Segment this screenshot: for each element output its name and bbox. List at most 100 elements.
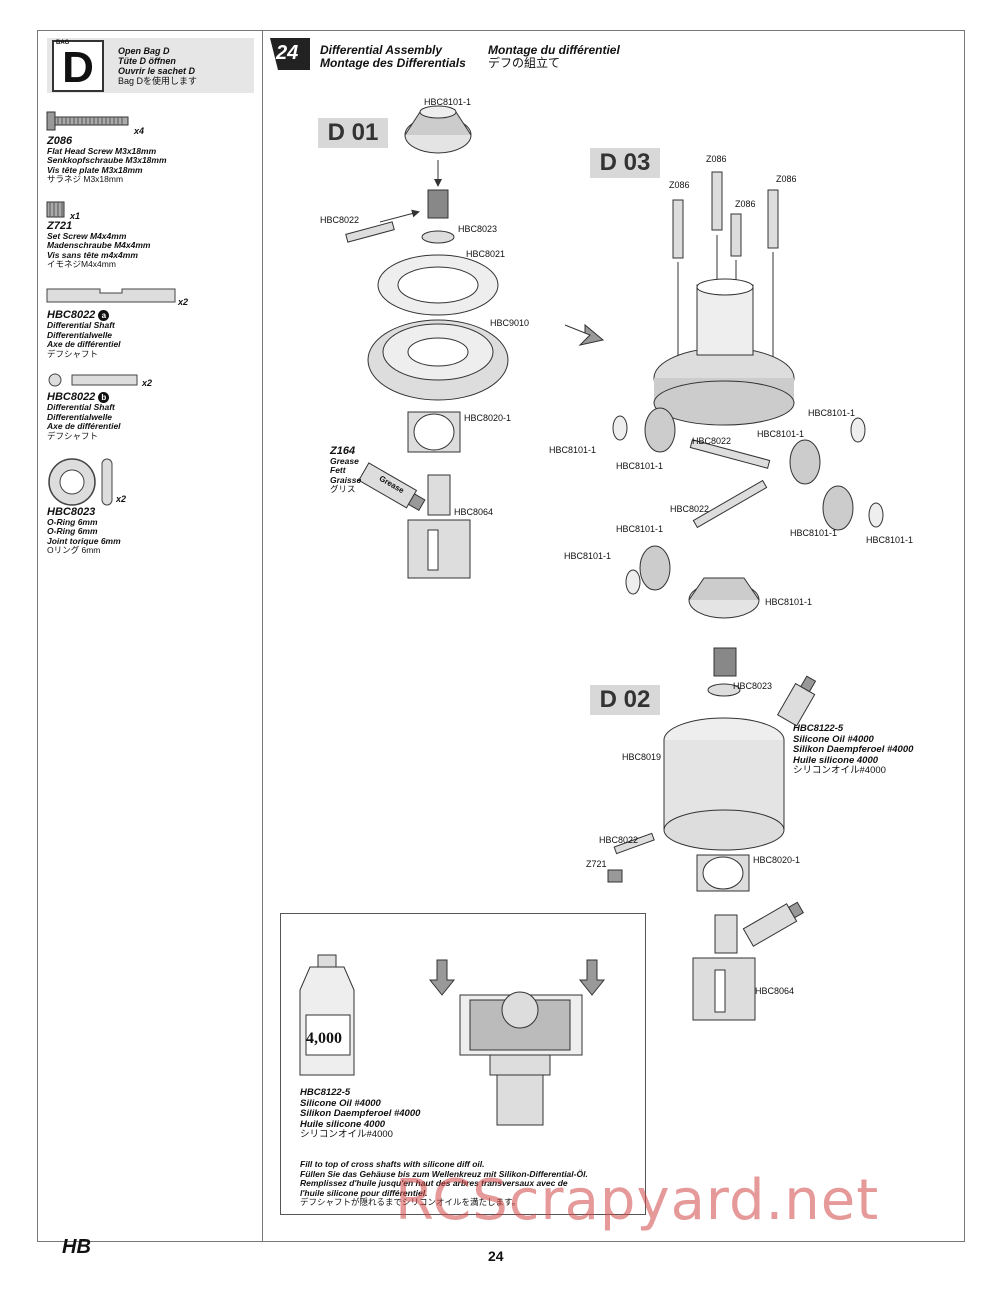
diff-shaft-a-icon [46,288,176,303]
label-d01-gear: HBC8101-1 [424,97,472,107]
set-screw-icon [46,201,65,218]
section-label-d03: D 03 [590,148,660,178]
bag-instructions: Open Bag D Tüte D öffnen Ouvrir le sache… [118,46,197,86]
bearing-icon [407,411,461,453]
oil-note-main: HBC8122-5 Silicone Oil #4000 Silikon Dae… [793,723,914,776]
label-z086: Z086 [735,199,756,209]
label-d03-shaft-top: HBC8022 [692,436,732,446]
grease-tube-icon [358,462,426,512]
bag-small-label: BAG [56,40,70,46]
grease-note: Z164 Grease Fett Graisse グリス [330,445,362,495]
fill-instructions: Fill to top of cross shafts with silicon… [300,1159,588,1208]
shaft-icon [692,479,768,529]
oil-note-inset: HBC8122-5 Silicone Oil #4000 Silikon Dae… [300,1087,421,1140]
washer-icon [625,569,641,595]
label-d03-right-a: HBC8101-1 [808,408,856,418]
label-d02-bearing: HBC8020-1 [753,855,801,865]
washer-icon [612,415,628,441]
part-z721: Z721 Set Screw M4x4mm Madenschraube M4x4… [47,220,151,270]
part-qty: x1 [70,211,81,221]
oil-bottle-icon [776,675,817,727]
label-d02-case: HBC8019 [622,752,662,762]
badge-b: b [98,392,110,403]
down-arrow-icon [578,959,606,996]
part-z086: Z086 Flat Head Screw M3x18mm Senkkopfsch… [47,135,167,185]
label-d02-shaft: HBC8022 [599,835,639,845]
flat-head-screw-icon [46,111,129,131]
spider-block-icon [713,647,737,677]
washer-icon [850,417,866,443]
bearing-icon [696,854,750,892]
bag-letter: D [52,40,104,92]
part-hbc8023: HBC8023 O-Ring 6mm O-Ring 6mm Joint tori… [47,506,121,556]
label-z086: Z086 [776,174,797,184]
shaft-icon [689,439,771,469]
label-d01-outdrive: HBC8064 [454,507,494,517]
down-arrow-icon [428,959,456,996]
label-d03-lowright-b: HBC8101-1 [790,528,838,538]
screw-icon [711,171,723,231]
spider-gear-icon [822,485,854,531]
washer-icon [868,502,884,528]
label-d03-gear-c: HBC8101-1 [765,597,813,607]
part-qty: x2 [142,378,153,388]
grease-tube-icon [742,901,804,947]
diff-cutaway-icon [459,991,583,1126]
diff-case-icon [663,717,785,851]
direction-arrow-icon [564,323,605,346]
outdrive-icon [692,914,756,1021]
ring-gear-icon [367,319,509,401]
diff-case-top-icon [653,278,795,426]
label-d01-ring: HBC9010 [490,318,530,328]
brand-logo: HB [62,1236,91,1258]
page-frame [37,30,965,1242]
watermark: RCScrapyard.net [395,1168,880,1233]
screw-icon [672,199,684,259]
label-d01-oring: HBC8023 [458,224,498,234]
part-code: Z086 [47,135,73,147]
label-d03-lowleft-b: HBC8101-1 [616,524,664,534]
screw-icon [730,213,742,257]
bevel-gear-icon [404,105,472,154]
screw-icon [767,189,779,249]
bottle-label: 4,000 [306,1030,342,1047]
oil-bottle-icon [299,954,355,1076]
bag-line-de: Tüte D öffnen [118,56,176,66]
part-hbc8022a: HBC8022 a Differential Shaft Differentia… [47,309,121,359]
section-label-d02: D 02 [590,685,660,715]
part-hbc8022b: HBC8022 b Differential Shaft Differentia… [47,391,121,441]
label-d03-left-b: HBC8101-1 [616,461,664,471]
label-d03-shaft-mid: HBC8022 [670,504,710,514]
oil-fill-inset [280,913,646,1215]
label-z086: Z086 [669,180,690,190]
gasket-icon [377,254,499,316]
label-d02-outdrive: HBC8064 [755,986,795,996]
bag-line-jp: Bag Dを使用します [118,76,198,86]
spider-gear-icon [789,439,821,485]
label-d03-lowright-a: HBC8101-1 [866,535,914,545]
set-screw-icon [607,869,623,883]
label-z086: Z086 [706,154,727,164]
o-ring-icon [48,458,113,506]
label-d02-oring: HBC8023 [733,681,773,691]
shaft-icon [613,832,655,855]
label-d01-shaft: HBC8022 [320,215,360,225]
part-qty: x2 [178,297,189,307]
label-d03-right-b: HBC8101-1 [757,429,805,439]
spider-gear-icon [639,545,671,591]
part-code: Z721 [47,220,73,232]
part-qty: x2 [116,494,127,504]
shaft-icon [345,221,395,243]
bag-line-en: Open Bag D [118,46,170,56]
step-title-right: Montage du différentiel デフの組立て [488,43,620,70]
o-ring-icon [421,230,455,244]
spider-gear-icon [644,407,676,453]
bevel-gear-icon [688,577,760,619]
label-d03-lowleft-a: HBC8101-1 [564,551,612,561]
bag-line-fr: Ouvrir le sachet D [118,66,196,76]
step-title-left: Differential Assembly Montage des Differ… [320,43,466,70]
badge-a: a [98,310,110,321]
